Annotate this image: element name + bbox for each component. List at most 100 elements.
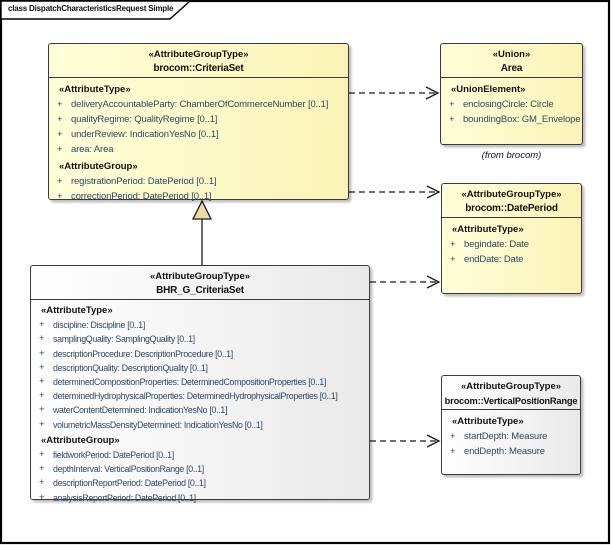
visibility-marker: + bbox=[57, 191, 63, 202]
attribute-text: endDate: Date bbox=[464, 254, 524, 265]
attribute-row: + correctionPeriod: DatePeriod [0..1] bbox=[49, 189, 348, 204]
attribute-text: waterContentDetermined: IndicationYesNo … bbox=[53, 405, 228, 416]
class-header: «AttributeGroupType» brocom::CriteriaSet bbox=[49, 44, 348, 78]
section-label: «AttributeGroup» bbox=[41, 434, 120, 446]
attribute-text: underReview: IndicationYesNo [0..1] bbox=[71, 129, 219, 140]
class-box-dateperiod[interactable]: «AttributeGroupType» brocom::DatePeriod … bbox=[441, 183, 582, 294]
visibility-marker: + bbox=[449, 99, 455, 110]
attribute-row: + enclosingCircle: Circle bbox=[441, 97, 582, 112]
attribute-row: +descriptionReportPeriod: DatePeriod [0.… bbox=[31, 476, 369, 490]
visibility-marker: + bbox=[39, 449, 45, 461]
class-stereotype: «AttributeGroupType» bbox=[461, 189, 562, 200]
attribute-text: descriptionReportPeriod: DatePeriod [0..… bbox=[53, 478, 206, 489]
attribute-text: qualityRegime: QualityRegime [0..1] bbox=[71, 114, 218, 125]
section-label: «AttributeGroup» bbox=[59, 161, 138, 172]
attribute-row: + depthInterval: VerticalPositionRange [0… bbox=[31, 462, 369, 476]
attribute-text: determinedHydrophysicalProperties: Deter… bbox=[53, 391, 338, 402]
class-header: «AttributeGroupType» BHR_G_CriteriaSet bbox=[31, 266, 369, 300]
attribute-text: begindate: Date bbox=[464, 239, 529, 250]
section-label: «AttributeType» bbox=[452, 416, 524, 427]
dependency-bhr-to-dateperiod[interactable] bbox=[370, 275, 441, 289]
section-label: «AttributeType» bbox=[452, 224, 524, 235]
class-box-area[interactable]: «Union» Area «UnionElement» + enclosingCir… bbox=[440, 43, 583, 145]
class-attributes: «UnionElement» + enclosingCircle: Circle +b… bbox=[441, 78, 582, 127]
dependency-bhr-to-vpr[interactable] bbox=[370, 434, 441, 448]
visibility-marker: + bbox=[39, 361, 45, 373]
attribute-text: volumetricMassDensityDetermined: Indicat… bbox=[53, 419, 263, 430]
frame-tab bbox=[0, 0, 192, 20]
attribute-text: endDepth: Measure bbox=[464, 446, 545, 457]
dependency-criteriaset-to-dateperiod[interactable] bbox=[349, 185, 441, 199]
class-name: brocom::DatePeriod bbox=[465, 203, 558, 214]
attribute-text: determinedCompositionProperties: Determi… bbox=[53, 377, 327, 388]
class-attributes: «AttributeType» + begindate: Date + endDate:… bbox=[442, 218, 581, 267]
class-stereotype: «AttributeGroupType» bbox=[149, 271, 251, 282]
attribute-text: fieldworkPeriod: DatePeriod [0..1] bbox=[53, 450, 174, 461]
class-name: brocom::VerticalPositionRange bbox=[444, 396, 578, 406]
class-stereotype: «Union» bbox=[492, 49, 531, 60]
class-attributes: «AttributeType»+startDepth: Measure+endD… bbox=[442, 410, 580, 459]
class-name: brocom::CriteriaSet bbox=[153, 63, 244, 74]
attribute-row: +analysisReportPeriod: DatePeriod [0..1] bbox=[31, 491, 369, 505]
visibility-marker: + bbox=[39, 333, 45, 345]
class-name: Area bbox=[500, 63, 523, 74]
attribute-row: + volumetricMassDensityDetermined: Indica… bbox=[31, 418, 369, 432]
visibility-marker: + bbox=[39, 347, 45, 359]
attribute-text: analysisReportPeriod: DatePeriod [0..1] bbox=[53, 492, 196, 503]
attribute-text: depthInterval: VerticalPositionRange [0.… bbox=[53, 464, 204, 475]
attribute-text: descriptionQuality: DescriptionQuality [… bbox=[53, 362, 208, 373]
attribute-text: discipline: Discipline [0..1] bbox=[53, 320, 146, 331]
dependency-criteriaset-to-area[interactable] bbox=[349, 86, 440, 100]
class-header: «Union» Area bbox=[441, 44, 582, 78]
attribute-row: +underReview: IndicationYesNo [0..1] bbox=[49, 127, 348, 142]
visibility-marker: + bbox=[39, 376, 45, 388]
visibility-marker: + bbox=[39, 418, 45, 430]
attribute-row: + registrationPeriod: DatePeriod [0..1] bbox=[49, 174, 348, 189]
area-origin-note: (from brocom) bbox=[481, 150, 542, 161]
visibility-marker: + bbox=[450, 254, 456, 265]
section-label: «AttributeType» bbox=[41, 305, 113, 316]
attribute-row: +determinedHydrophysicalProperties: Dete… bbox=[31, 389, 369, 403]
open-arrowhead-icon bbox=[426, 275, 441, 289]
class-name: BHR_G_CriteriaSet bbox=[156, 285, 244, 296]
attribute-text: correctionPeriod: DatePeriod [0..1] bbox=[71, 191, 212, 202]
visibility-marker: + bbox=[449, 114, 455, 125]
attribute-row: + fieldworkPeriod: DatePeriod [0..1] bbox=[31, 448, 369, 462]
generalization-arrowhead-icon bbox=[191, 199, 213, 220]
attribute-row: +startDepth: Measure bbox=[442, 429, 580, 444]
class-box-verticalpositionrange[interactable]: «AttributeGroupType» brocom::VerticalPos… bbox=[441, 375, 581, 475]
class-attributes: «AttributeType» + discipline: Discipline [… bbox=[31, 300, 369, 505]
visibility-marker: + bbox=[39, 463, 45, 475]
attribute-text: enclosingCircle: Circle bbox=[463, 99, 554, 110]
class-stereotype: «AttributeGroupType» bbox=[148, 49, 249, 60]
class-attributes: «AttributeType»+deliveryAccountableParty… bbox=[49, 78, 348, 204]
attribute-row: + samplingQuality: SamplingQuality [0..1] bbox=[31, 332, 369, 346]
attribute-text: registrationPeriod: DatePeriod [0..1] bbox=[71, 176, 217, 187]
attribute-row: +boundingBox: GM_Envelope bbox=[441, 112, 582, 127]
class-box-bhr-g-criteriaset[interactable]: «AttributeGroupType» BHR_G_CriteriaSet «… bbox=[30, 265, 370, 503]
class-header: «AttributeGroupType» brocom::VerticalPos… bbox=[442, 376, 580, 410]
attribute-text: samplingQuality: SamplingQuality [0..1] bbox=[53, 334, 195, 345]
section-label: «UnionElement» bbox=[451, 84, 526, 95]
visibility-marker: + bbox=[57, 176, 63, 187]
attribute-row: + qualityRegime: QualityRegime [0..1] bbox=[49, 112, 348, 127]
attribute-text: deliveryAccountableParty: ChamberOfComme… bbox=[71, 99, 329, 110]
visibility-marker: + bbox=[450, 431, 456, 442]
attribute-text: descriptionProcedure: DescriptionProcedu… bbox=[53, 348, 233, 359]
visibility-marker: + bbox=[57, 99, 63, 110]
class-box-criteriaset[interactable]: «AttributeGroupType» brocom::CriteriaSet… bbox=[48, 43, 349, 202]
generalization-bhr-to-criteriaset[interactable] bbox=[191, 199, 213, 265]
attribute-text: area: Area bbox=[71, 144, 114, 155]
attribute-row: + endDepth: Measure bbox=[442, 444, 580, 459]
visibility-marker: + bbox=[450, 446, 456, 457]
attribute-row: + endDate: Date bbox=[442, 252, 581, 267]
visibility-marker: + bbox=[57, 114, 63, 125]
visibility-marker: + bbox=[450, 239, 456, 250]
visibility-marker: + bbox=[39, 319, 45, 331]
class-stereotype: «AttributeGroupType» bbox=[460, 381, 562, 392]
open-arrowhead-icon bbox=[426, 185, 441, 199]
class-header: «AttributeGroupType» brocom::DatePeriod bbox=[442, 184, 581, 218]
visibility-marker: + bbox=[39, 404, 45, 416]
